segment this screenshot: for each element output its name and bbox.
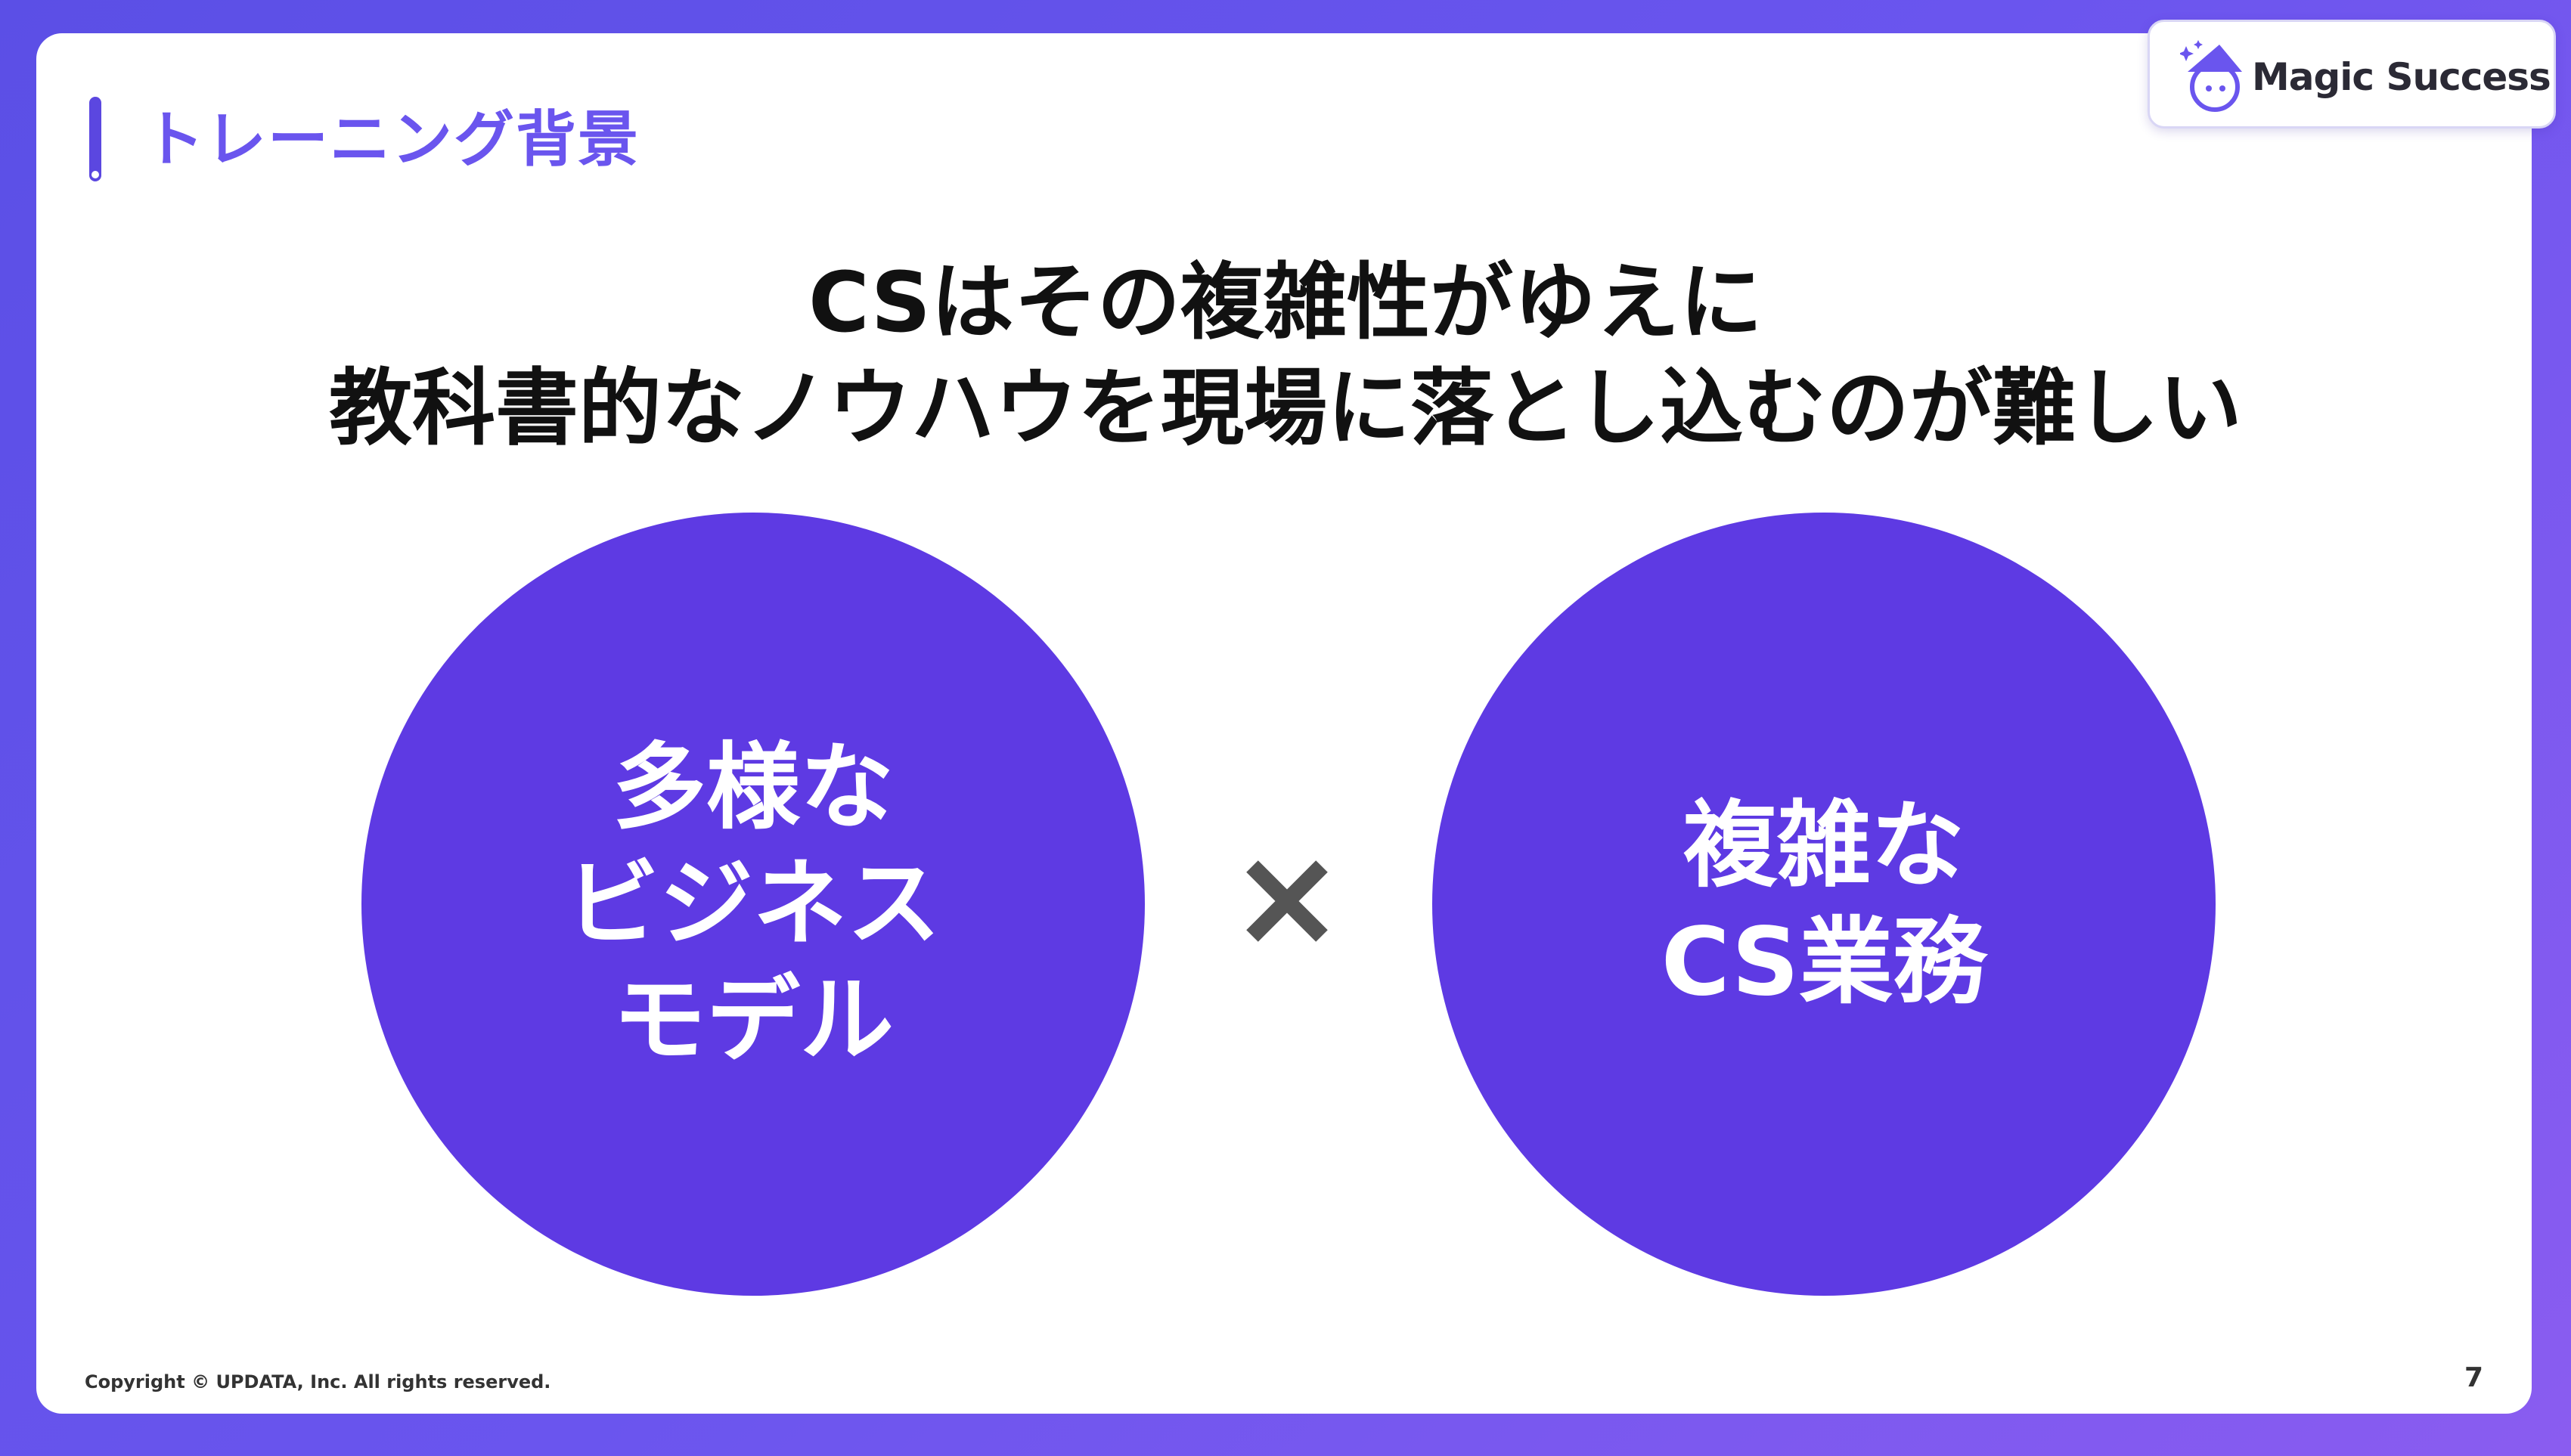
circle-label-line: モデル (612, 966, 894, 1075)
circle-label-line: 複雑な (1682, 792, 1965, 900)
logo-wordmark: Magic Success (2252, 55, 2551, 99)
circle-label-line: ビジネス (565, 850, 941, 959)
circle-label: 多様な ビジネス モデル (566, 730, 941, 1079)
headline-line-2: 教科書的なノウハウを現場に落とし込むのが難しい (329, 360, 2242, 457)
circle-label: 複雑な CS業務 (1661, 788, 1987, 1021)
page-number: 7 (2464, 1362, 2483, 1393)
copyright-notice: Copyright © UPDATA, Inc. All rights rese… (85, 1371, 551, 1392)
headline: CSはその複雑性がゆえに 教科書的なノウハウを現場に落とし込むのが難しい (0, 249, 2571, 461)
section-accent-bar (89, 97, 101, 181)
concept-circle-cs-operations: 複雑な CS業務 (1432, 513, 2216, 1296)
wizard-mascot-icon (2180, 40, 2242, 112)
circle-label-line: CS業務 (1661, 908, 1987, 1017)
brand-logo: Magic Success (2148, 20, 2556, 129)
multiply-icon (1246, 860, 1328, 942)
headline-line-1: CSはその複雑性がゆえに (808, 254, 1763, 351)
concept-circle-business-models: 多様な ビジネス モデル (361, 513, 1145, 1296)
circle-label-line: 多様な (612, 733, 894, 842)
section-title: トレーニング背景 (144, 104, 640, 175)
